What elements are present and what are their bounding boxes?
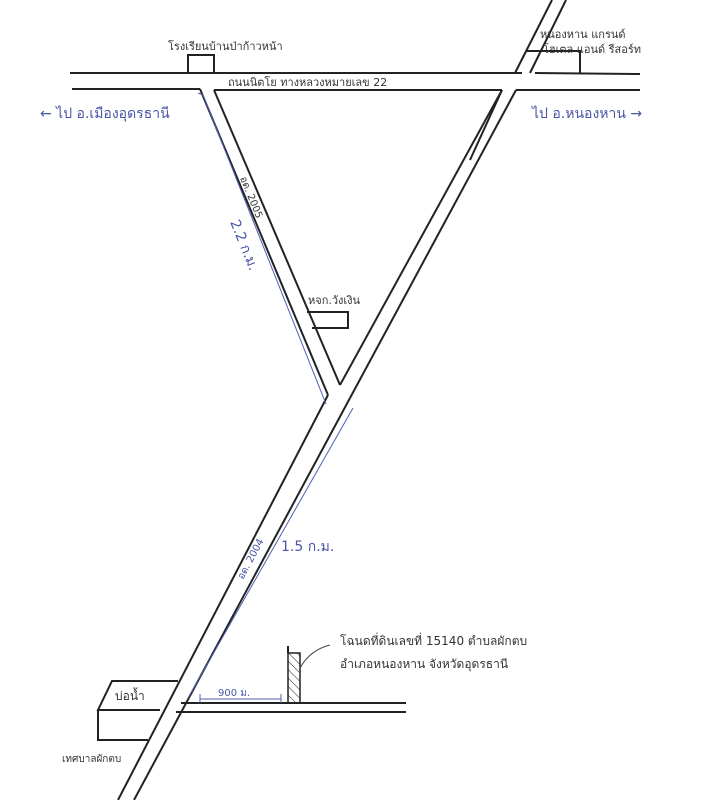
- highway-22: [70, 72, 641, 91]
- northeast-road: [469, 0, 567, 161]
- school-label: โรงเรียนบ้านป่าก้าวหน้า: [168, 39, 283, 53]
- road-2004: [117, 394, 351, 800]
- measure-1-5km: [187, 407, 354, 699]
- hotel-label-line2: โฮเตล แอนด์ รีสอร์ท: [543, 42, 641, 56]
- school-building: [187, 54, 215, 74]
- to-east-label: ไป อ.หนองหาน →: [531, 105, 642, 122]
- company-building: [307, 311, 349, 329]
- land-label-line2: อำเภอหนองหาน จังหวัดอุดรธานี: [340, 657, 508, 672]
- company-label: หจก.วังเงิน: [308, 294, 361, 307]
- measure-2-2km: [202, 94, 327, 405]
- road-2005: [199, 88, 341, 396]
- hotel-label-line1: หนองหาน แกรนด์: [540, 28, 626, 41]
- right-road: [339, 89, 517, 399]
- hotel-building: [527, 50, 581, 73]
- land-plot: [287, 644, 331, 704]
- land-label-line1: โฉนดที่ดินเลขที่ 15140 ตำบลผักตบ: [340, 632, 527, 648]
- distance-900m: 900 ม.: [218, 688, 250, 699]
- distance-2-2km: 2.2 ก.ม.: [226, 218, 261, 273]
- measure-900m: [199, 694, 282, 703]
- pond: [96, 680, 178, 741]
- lateral-road: [176, 702, 406, 713]
- municipality-label: เทศบาลผักตบ: [62, 754, 121, 765]
- highway-label: ถนนนิตโย ทางหลวงหมายเลข 22: [228, 75, 387, 89]
- to-west-label: ← ไป อ.เมืองอุดรธานี: [40, 105, 170, 122]
- distance-1-5km: 1.5 ก.ม.: [281, 539, 334, 555]
- pond-label: บ่อน้ำ: [115, 687, 145, 703]
